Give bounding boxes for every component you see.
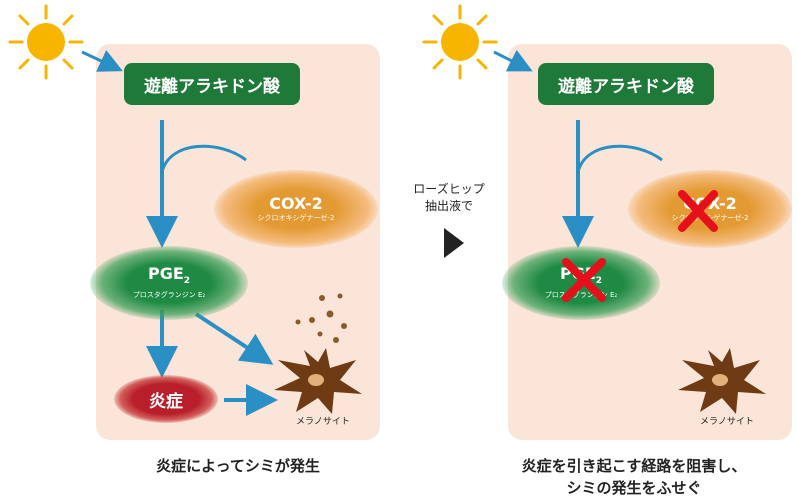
pge2-subtitle: プロスタグランジン E₂ [132, 291, 206, 300]
cox2-label: COX-2 [269, 193, 323, 213]
melanocyte-label: メラノサイト [296, 417, 350, 427]
free-arachidonic-acid-box: 遊離アラキドン酸 [538, 63, 714, 105]
melanocyte-icon [678, 348, 766, 414]
cross-icon [562, 258, 606, 302]
rosehip-line1: ローズヒップ [413, 182, 485, 196]
sunlight-arrow-icon [81, 50, 123, 72]
play-triangle-icon [444, 228, 464, 258]
inflammation-blob: 炎症 [114, 375, 218, 423]
cox2-subtitle: シクロオキシゲナーゼ-2 [671, 213, 749, 222]
cox2-blob: COX-2 シクロオキシゲナーゼ-2 [214, 170, 378, 248]
arrow-icon [194, 312, 274, 365]
melanocyte-label: メラノサイト [700, 417, 754, 427]
pigment-dots-icon [295, 293, 347, 343]
rosehip-extract-label: ローズヒップ 抽出液で [394, 181, 504, 215]
pge2-label: PGE2 [147, 263, 191, 287]
melanocyte-icon [274, 348, 362, 414]
pge2-blob: PGE2 プロスタグランジン E₂ [90, 246, 248, 320]
sun-icon [8, 4, 84, 80]
right-caption-line2: シミの発生をふせぐ [566, 479, 702, 497]
pge2-subtitle: プロスタグランジン E₂ [544, 291, 618, 300]
cross-icon [678, 190, 718, 232]
sunlight-arrow-icon [493, 49, 533, 72]
rosehip-line2: 抽出液で [424, 199, 473, 213]
right-caption: 炎症を引き起こす経路を阻害し、 シミの発生をふせぐ [470, 455, 798, 499]
right-caption-line1: 炎症を引き起こす経路を阻害し、 [521, 457, 747, 475]
cox2-subtitle: シクロオキシゲナーゼ-2 [257, 213, 335, 222]
inhibition-curve-icon [576, 144, 663, 173]
left-caption: 炎症によってシミが発生 [156, 457, 320, 475]
sun-icon [422, 4, 498, 80]
inhibition-curve-icon [160, 144, 247, 173]
free-arachidonic-acid-box: 遊離アラキドン酸 [124, 63, 300, 105]
